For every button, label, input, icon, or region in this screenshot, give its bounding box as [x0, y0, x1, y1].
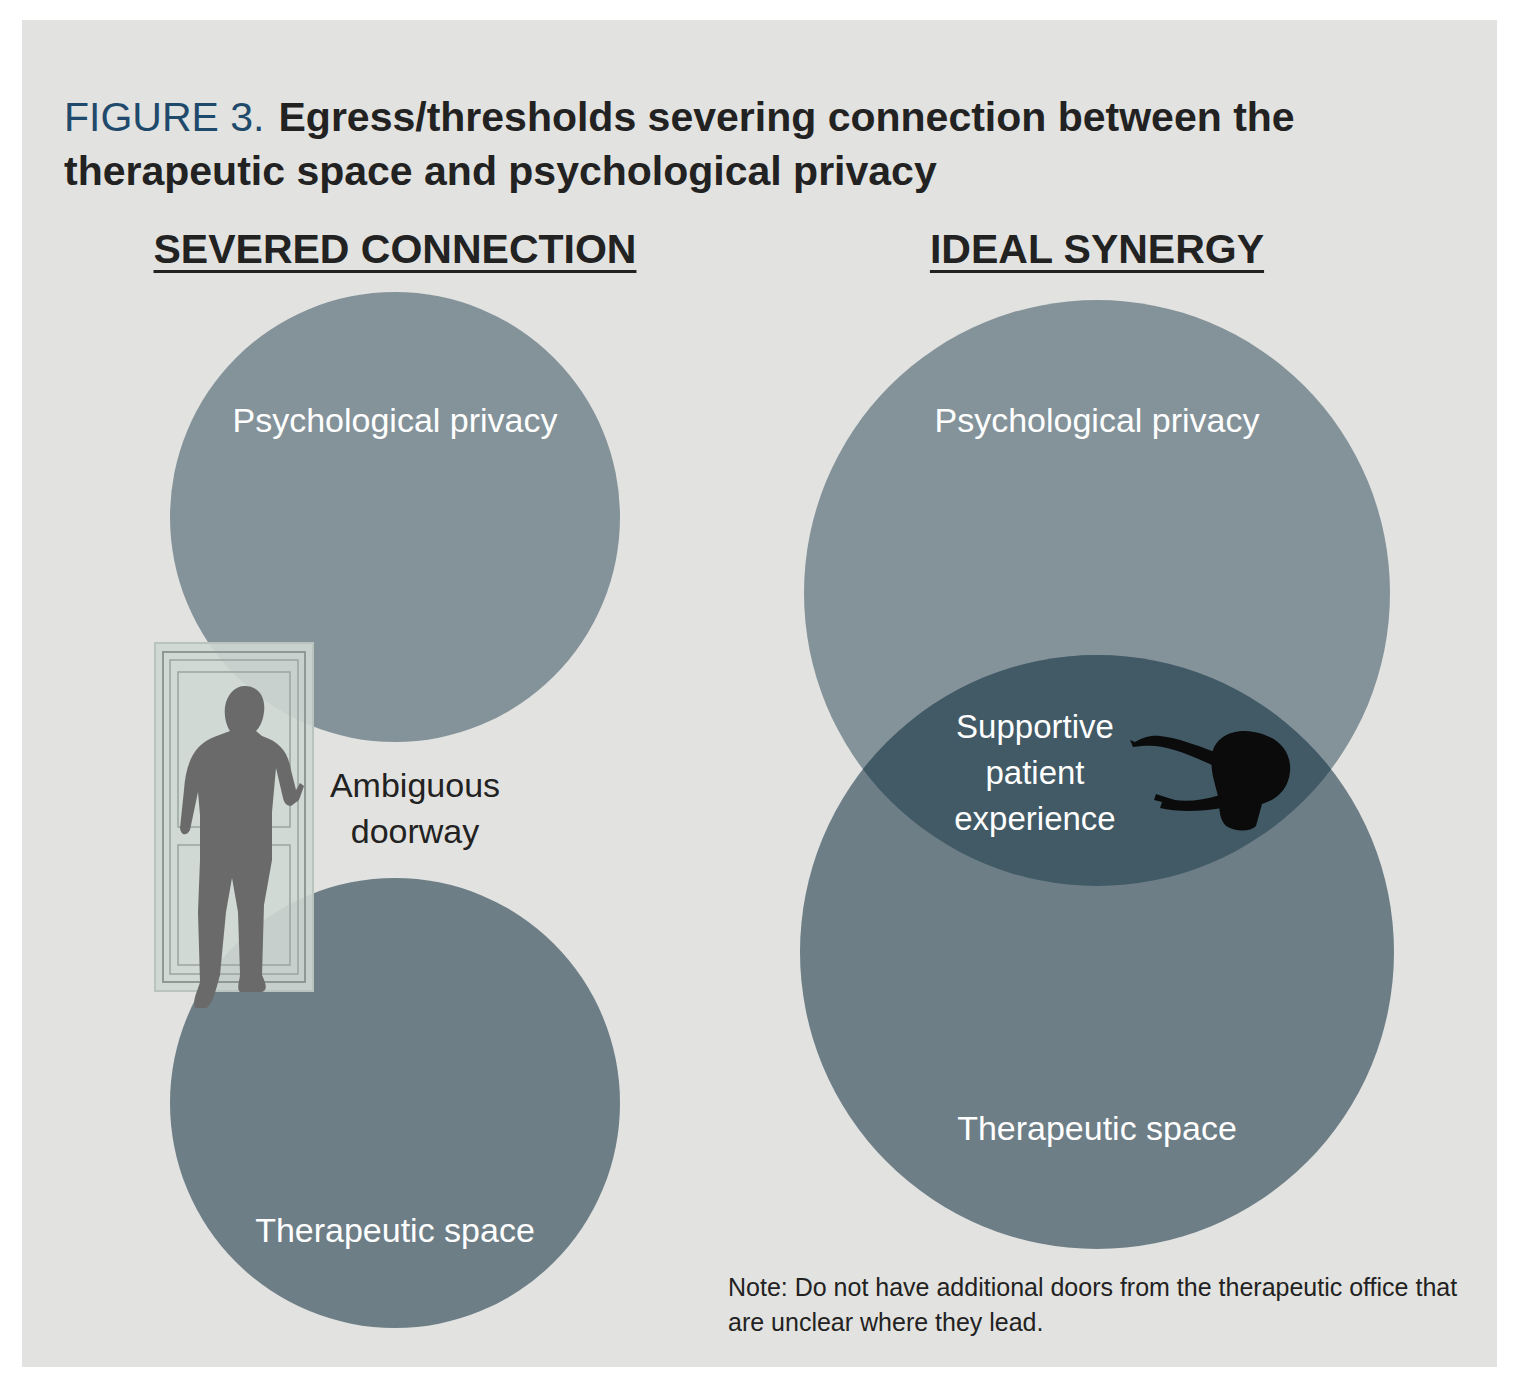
- circle-shape: [170, 878, 620, 1328]
- circle-fill: [170, 292, 620, 742]
- circle-region: Psychological privacy: [170, 292, 620, 742]
- circle-label: Therapeutic space: [887, 1105, 1307, 1151]
- circle-label: Psychological privacy: [887, 397, 1307, 443]
- circle-region: Therapeutic space: [170, 878, 620, 1328]
- overlap-label: Supportive patient experience: [935, 704, 1135, 842]
- circle-shape: [804, 300, 1390, 886]
- person-top-view-illustration: [22, 20, 1497, 1367]
- section-heading: IDEAL SYNERGY: [930, 226, 1264, 273]
- overlap-fill: [800, 655, 1394, 1249]
- overlap-shape: [862, 655, 1334, 887]
- figure-panel: FIGURE 3.Egress/thresholds severing conn…: [22, 20, 1497, 1367]
- figure-title: FIGURE 3.Egress/thresholds severing conn…: [64, 90, 1364, 198]
- note-text: Note: Do not have additional doors from …: [728, 1270, 1468, 1340]
- circle-label: Psychological privacy: [205, 397, 585, 443]
- circle-label: Therapeutic space: [205, 1207, 585, 1253]
- figure-number: FIGURE 3.: [64, 94, 264, 140]
- overlap-region: Supportive patient experience: [862, 655, 1334, 887]
- circle-region: Psychological privacy: [804, 300, 1390, 886]
- circle-shape: [170, 292, 620, 742]
- doorway-label: Ambiguous doorway: [295, 762, 535, 854]
- section-heading: SEVERED CONNECTION: [154, 226, 637, 273]
- circle-fill: [170, 878, 620, 1328]
- circle-fill: [800, 655, 1394, 1249]
- door-illustration: [22, 20, 1497, 1367]
